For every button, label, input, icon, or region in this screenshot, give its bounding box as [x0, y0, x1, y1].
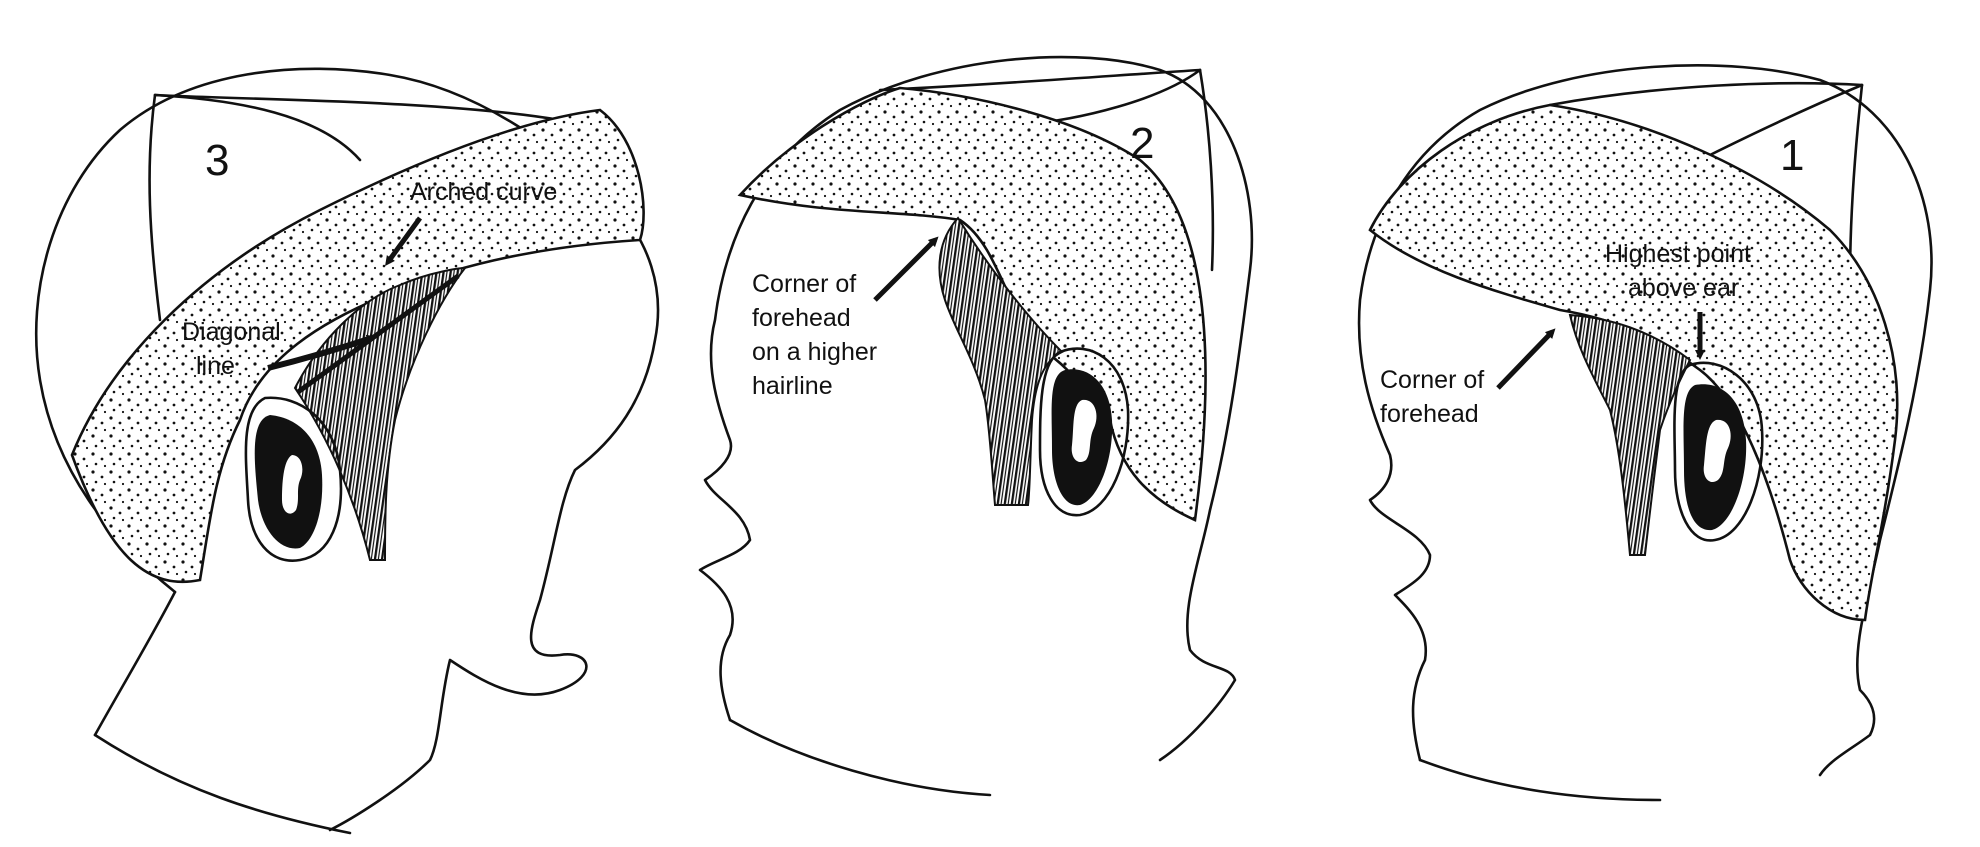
panel-number: 2: [1130, 119, 1154, 168]
neck-line: [1418, 758, 1662, 802]
ear: [1038, 347, 1130, 517]
label-above-ear: above ear: [1628, 274, 1739, 302]
panel-3: 3 Arched curve Diagonal line: [34, 67, 660, 835]
label-forehead: forehead: [752, 304, 851, 332]
crown-line: [1698, 83, 1864, 162]
arrow-corner-of-forehead: [873, 236, 939, 302]
crown-line: [148, 93, 162, 322]
label-corner-of: Corner of: [752, 270, 856, 298]
crown-line: [153, 93, 362, 162]
ear-highlight: [282, 455, 303, 514]
label-arched-curve: Arched curve: [410, 178, 557, 206]
crown-line: [1548, 81, 1864, 107]
panel-number: 3: [205, 136, 229, 185]
crown-line: [878, 68, 1202, 92]
hatched-section: [1568, 313, 1692, 556]
panel-number: 1: [1780, 131, 1804, 180]
label-on-a-higher: on a higher: [752, 338, 877, 366]
hatched-section: [938, 216, 1064, 506]
crown-line: [153, 93, 562, 122]
neck-line: [728, 718, 992, 797]
label-diagonal: Diagonal: [182, 318, 281, 346]
arrow-diagonal-line: [267, 334, 377, 371]
label-highest-point: Highest point: [1605, 240, 1751, 268]
label-corner-of: Corner of: [1380, 366, 1484, 394]
neck-line: [93, 590, 177, 737]
ear-highlight: [1071, 399, 1097, 463]
dotted-band-texture: [1370, 105, 1898, 620]
label-hairline: hairline: [752, 372, 833, 400]
neck-line-back: [93, 733, 352, 835]
panel-2: 2 Corner of forehead on a higher hairlin…: [698, 55, 1254, 797]
crown-line: [1848, 83, 1864, 282]
panel-1: 1 Highest point above ear Corner of fore…: [1357, 64, 1933, 802]
label-forehead: forehead: [1380, 400, 1479, 428]
crown-line: [1198, 68, 1215, 272]
label-line: line: [196, 352, 235, 380]
ear-highlight: [1703, 419, 1731, 483]
arrow-arched-curve: [385, 216, 423, 267]
dotted-band-texture: [72, 110, 644, 582]
head-outline: [34, 67, 660, 832]
dotted-band-texture: [740, 88, 1206, 520]
hatched-section: [293, 266, 468, 561]
arrow-corner-of-forehead: [1496, 328, 1556, 390]
ear: [244, 396, 343, 562]
diagonal-line: [296, 273, 460, 395]
ear: [1673, 361, 1764, 542]
